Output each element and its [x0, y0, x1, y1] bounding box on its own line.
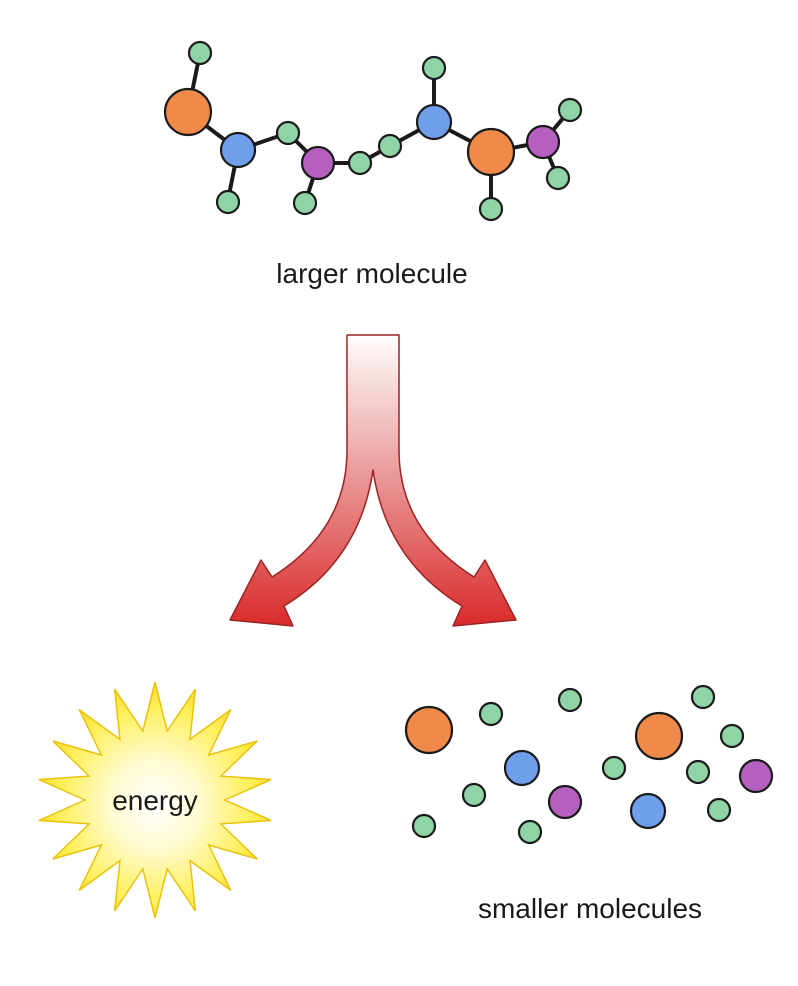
green-atom	[461, 782, 487, 808]
blue-atom	[415, 103, 453, 141]
green-atom	[292, 190, 318, 216]
purple-atom	[738, 758, 774, 794]
purple-atom	[547, 784, 583, 820]
green-atom	[690, 684, 716, 710]
green-atom	[545, 165, 571, 191]
molecule-bonds	[186, 51, 572, 210]
green-atom	[377, 133, 403, 159]
green-atom	[215, 189, 241, 215]
smaller-molecules-label: smaller molecules	[478, 893, 702, 924]
smaller-molecules	[404, 684, 774, 845]
green-atom	[275, 120, 301, 146]
purple-atom	[525, 124, 561, 160]
blue-atom	[219, 131, 257, 169]
green-atom	[557, 687, 583, 713]
green-atom	[685, 759, 711, 785]
blue-atom	[503, 749, 541, 787]
orange-atom	[634, 711, 684, 761]
green-atom	[706, 797, 732, 823]
larger-molecule-label: larger molecule	[276, 258, 467, 289]
green-atom	[557, 97, 583, 123]
energy-label: energy	[112, 785, 198, 816]
green-atom	[347, 150, 373, 176]
green-atom	[411, 813, 437, 839]
green-atom	[478, 196, 504, 222]
starburst-icon	[38, 681, 272, 919]
green-atom	[478, 701, 504, 727]
orange-atom	[466, 127, 516, 177]
green-atom	[719, 723, 745, 749]
orange-atom	[163, 87, 213, 137]
blue-atom	[629, 792, 667, 830]
energy-starburst: energy	[38, 681, 272, 919]
larger-molecule	[163, 40, 583, 222]
green-atom	[187, 40, 213, 66]
green-atom	[601, 755, 627, 781]
orange-atom	[404, 705, 454, 755]
split-arrow	[229, 334, 517, 627]
purple-atom	[300, 145, 336, 181]
green-atom	[421, 55, 447, 81]
green-atom	[517, 819, 543, 845]
